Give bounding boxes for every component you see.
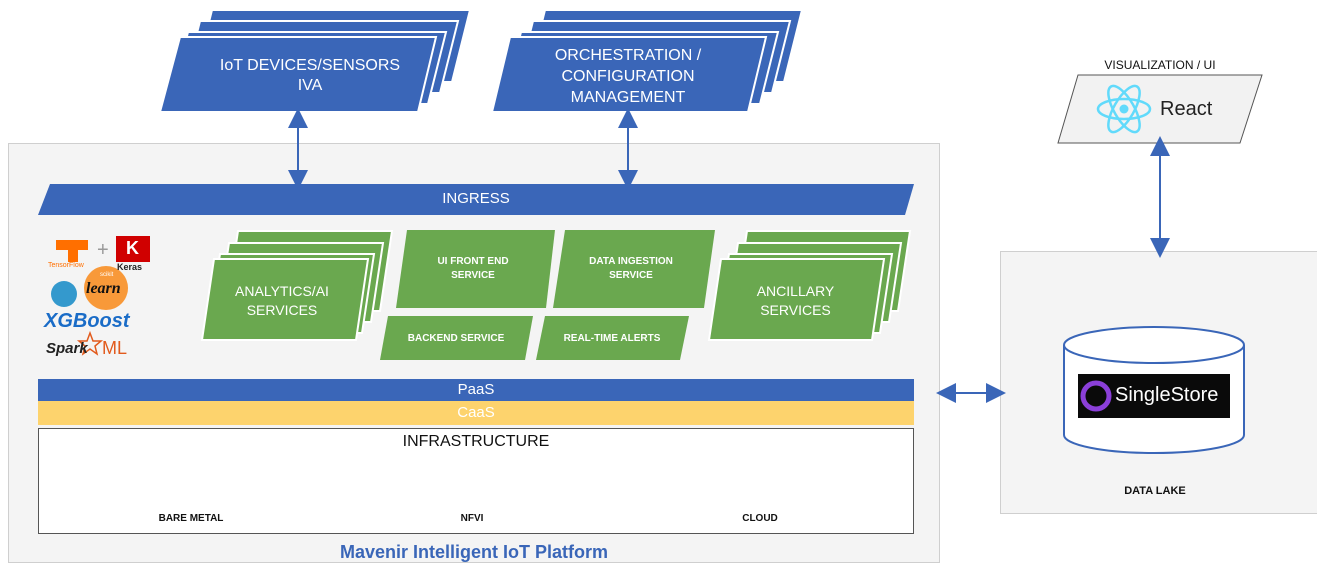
backend-service-shape [380,316,533,360]
react-icon [1096,84,1152,134]
analytics-services-label: ANALYTICS/AI SERVICES [235,283,329,318]
visualization-title: VISUALIZATION / UI [1104,58,1216,72]
keras-letter: K [126,238,139,258]
keras-icon [116,236,150,262]
spark-label: Spark [46,340,88,357]
ingress-label: INGRESS [442,190,510,207]
keras-label: Keras [117,262,143,272]
tensorflow-label: TensorFlow [48,262,84,269]
ui-front-end-service-shape [396,230,555,308]
platform-title: Mavenir Intelligent IoT Platform [339,542,609,562]
singlestore-logo-bg [1078,374,1230,418]
analytics-services-stack [200,230,394,341]
xgboost-label: XGBoost [44,310,130,332]
ml-label: ML [102,338,128,358]
ui-front-end-label: UI FRONT END SERVICE [437,256,509,281]
infrastructure-title: INFRASTRUCTURE [402,433,550,450]
bare-metal-label: BARE METAL [158,513,224,524]
paas-bar: PaaS [38,379,914,401]
cloud-label: CLOUD [742,513,778,524]
ingress-bar [38,184,914,215]
nfvi-label: NFVI [460,513,484,524]
plus-sign: + [97,239,109,261]
learn-label: learn [86,280,121,297]
data-ingestion-label: DATA INGESTION SERVICE [589,256,673,281]
ancillary-services-label: ANCILLARY SERVICES [756,283,835,318]
iot-devices-stack [158,9,472,113]
ancillary-services-stack [707,230,912,341]
spark-star-icon [76,330,104,356]
tensorflow-icon [56,240,88,262]
scikit-label: scikit [100,272,114,278]
singlestore-logo-icon [1080,380,1112,412]
orchestration-stack [490,9,804,113]
data-ingestion-service-shape [553,230,715,308]
data-lake-title: DATA LAKE [1124,485,1186,497]
scikit-learn-icon [51,266,128,310]
realtime-alerts-label: REAL-TIME ALERTS [563,333,661,344]
iot-devices-label: IoT DEVICES/SENSORS IVA [219,57,401,94]
caas-bar: CaaS [38,401,914,425]
react-label: React [1160,98,1213,120]
orchestration-label: ORCHESTRATION / CONFIGURATION MANAGEMENT [554,47,702,106]
singlestore-label: SingleStore [1115,384,1219,406]
backend-service-label: BACKEND SERVICE [407,333,505,344]
infrastructure-box: INFRASTRUCTURE [38,428,914,534]
realtime-alerts-shape [536,316,689,360]
